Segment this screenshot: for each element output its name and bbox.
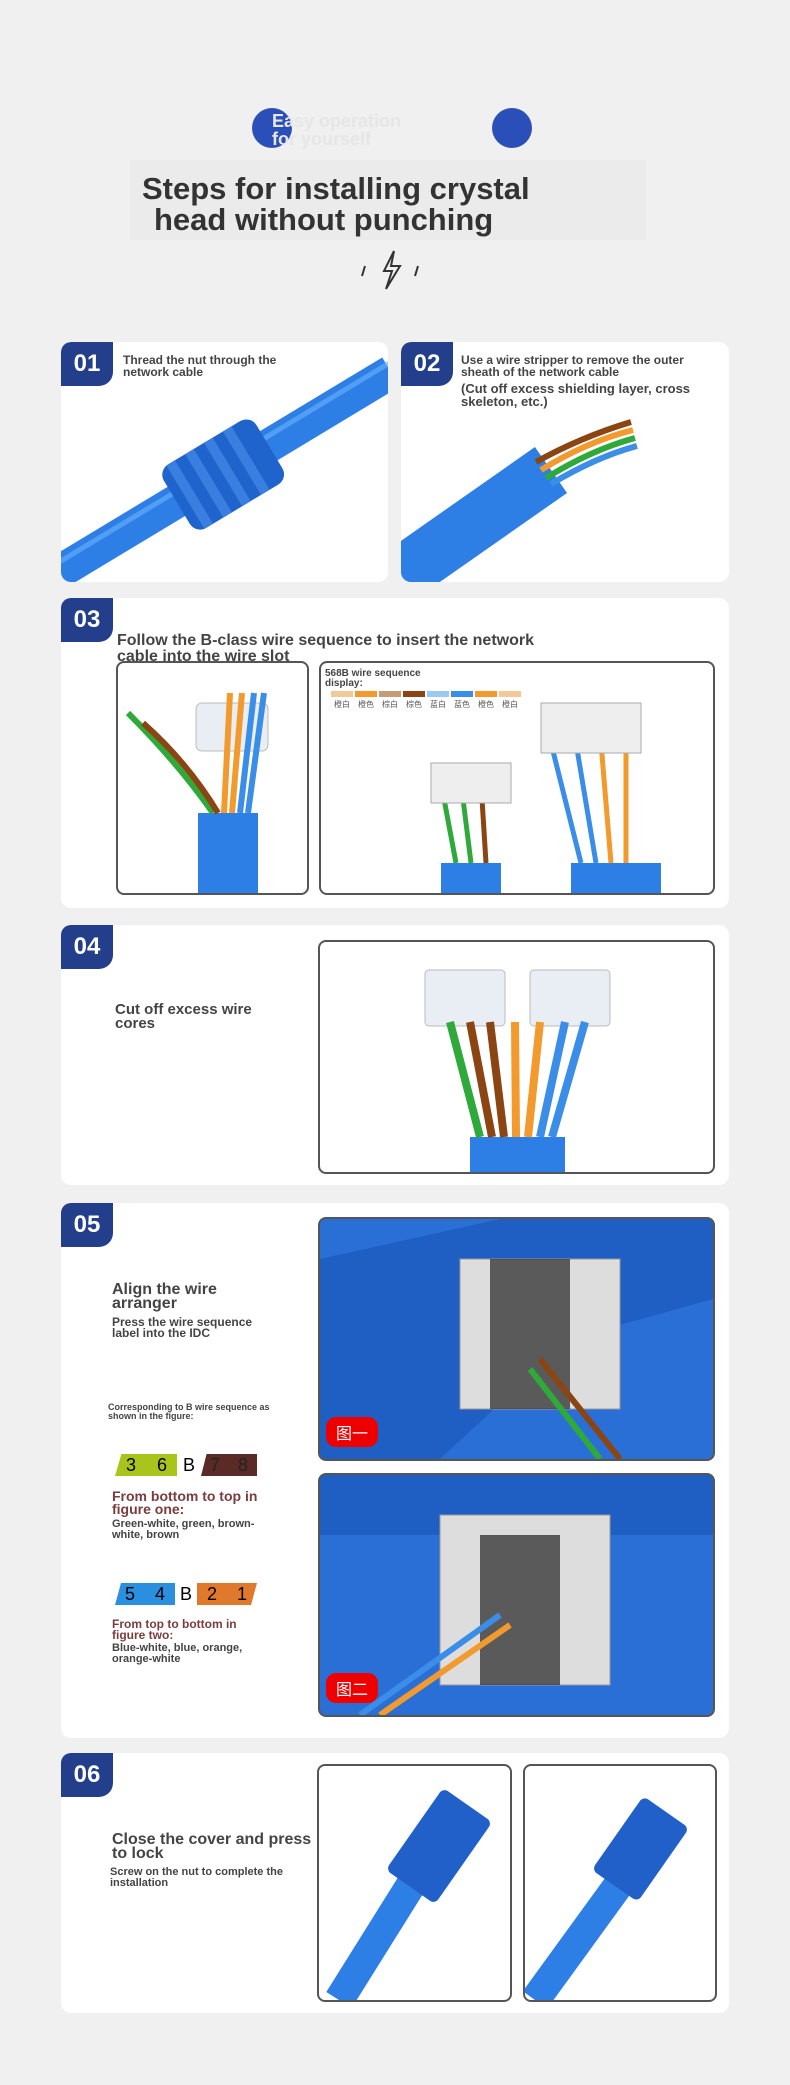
wire-color-label: 蓝色 [451,691,473,710]
seq-slot: 3 [115,1454,147,1476]
wire-color-label: 橙色 [475,691,497,710]
seq-slot: 6 [147,1454,177,1476]
step-instruction: Press the wire sequence label into the I… [112,1315,253,1340]
wire-color-label: 棕白 [379,691,401,710]
figure-one-title: From bottom to top in figure one: [112,1488,258,1517]
step-05-card: 05 Align the wire arranger Press the wir… [61,1203,729,1738]
seq-slot: 5 [115,1583,145,1605]
figure-one-photo: 图一 [318,1217,715,1461]
wire-color-label: 棕色 [403,691,425,710]
wire-color-legend: 橙白橙色棕白棕色蓝白蓝色橙色橙白 [331,691,531,715]
cable-nut-illustration [61,357,388,582]
step-instruction: Follow the B-class wire sequence to inse… [117,632,534,665]
step-number-badge: 06 [61,1753,113,1797]
circle-icon [252,108,292,148]
wire-trim-photo [318,940,715,1174]
figure-one-tag: 图一 [326,1417,379,1447]
step-03-card: 03 Follow the B-class wire sequence to i… [61,598,729,908]
page-title: Steps for installing crystal head withou… [142,171,530,237]
step-number-badge: 02 [401,342,453,386]
stripped-cable-illustration [401,419,638,582]
step-instruction: Cut off excess wire cores [115,1001,252,1032]
wire-color-label: 橙色 [355,691,377,710]
step-number-badge: 05 [61,1203,113,1247]
wire-trim-illustration [424,969,611,1172]
corresponding-note: Corresponding to B wire sequence as show… [108,1402,270,1421]
seq-slot: 2 [197,1583,227,1605]
title-backdrop [130,160,646,240]
step-number-badge: 04 [61,925,113,969]
wire-sequence-two: 5 4 B 2 1 [115,1583,257,1605]
lightning-bolt-icon [361,250,419,290]
step-06-card: 06 Close the cover and press to lock Scr… [61,1753,729,2013]
figure-two-title: From top to bottom in figure two: [112,1617,237,1642]
header-pill: Easy operation for yourself [252,106,532,150]
figure-one-desc: Green-white, green, brown-white, brown [112,1518,255,1541]
wire-sequence-one: 3 6 B 7 8 [115,1454,257,1476]
step-instruction-detail: (Cut off excess shielding layer, cross s… [461,381,691,409]
step-02-card: 02 Use a wire stripper to remove the out… [401,342,729,582]
locked-connector-illustration [326,1790,490,2000]
wire-color-label: 蓝白 [427,691,449,710]
wire-color-label: 橙白 [499,691,521,710]
wire-sequence-illustration [430,702,661,893]
seq-slot: B [177,1454,201,1476]
step-number-badge: 01 [61,342,113,386]
wire-slot-photo [116,661,309,895]
locked-connector-photo-one [317,1764,512,2002]
step-01-card: 01 Thread the nut through the network ca… [61,342,388,582]
seq-slot: 4 [145,1583,175,1605]
locked-connector-photo-two [523,1764,717,2002]
wire-sequence-diagram: 568B wire sequence display: 橙白橙色棕白棕色蓝白蓝色… [319,661,715,895]
wire-color-label: 橙白 [331,691,353,710]
wire-arranger-illustration [320,1475,713,1715]
step-instruction: Use a wire stripper to remove the outer … [461,353,684,379]
step-instruction: Thread the nut through the network cable [123,353,277,379]
figure-two-photo: 图二 [318,1473,715,1717]
circle-icon [492,108,532,148]
figure-two-desc: Blue-white, blue, orange, orange-white [112,1642,243,1665]
wire-arranger-illustration [320,1219,713,1459]
step-instruction: Screw on the nut to complete the install… [110,1866,283,1889]
diagram-label: 568B wire sequence display: [325,668,421,689]
seq-slot: 8 [229,1454,257,1476]
step-number-badge: 03 [61,598,113,642]
pill-text: Easy operation for yourself [272,111,402,149]
step-title: Align the wire arranger [112,1281,217,1312]
seq-slot: 7 [201,1454,229,1476]
step-04-card: 04 Cut off excess wire cores [61,925,729,1185]
step-title: Close the cover and press to lock [112,1831,312,1862]
seq-slot: 1 [227,1583,257,1605]
figure-two-tag: 图二 [326,1673,379,1703]
wire-slot-illustration [125,692,269,893]
locked-connector-illustration [525,1798,687,2000]
seq-slot: B [175,1583,197,1605]
